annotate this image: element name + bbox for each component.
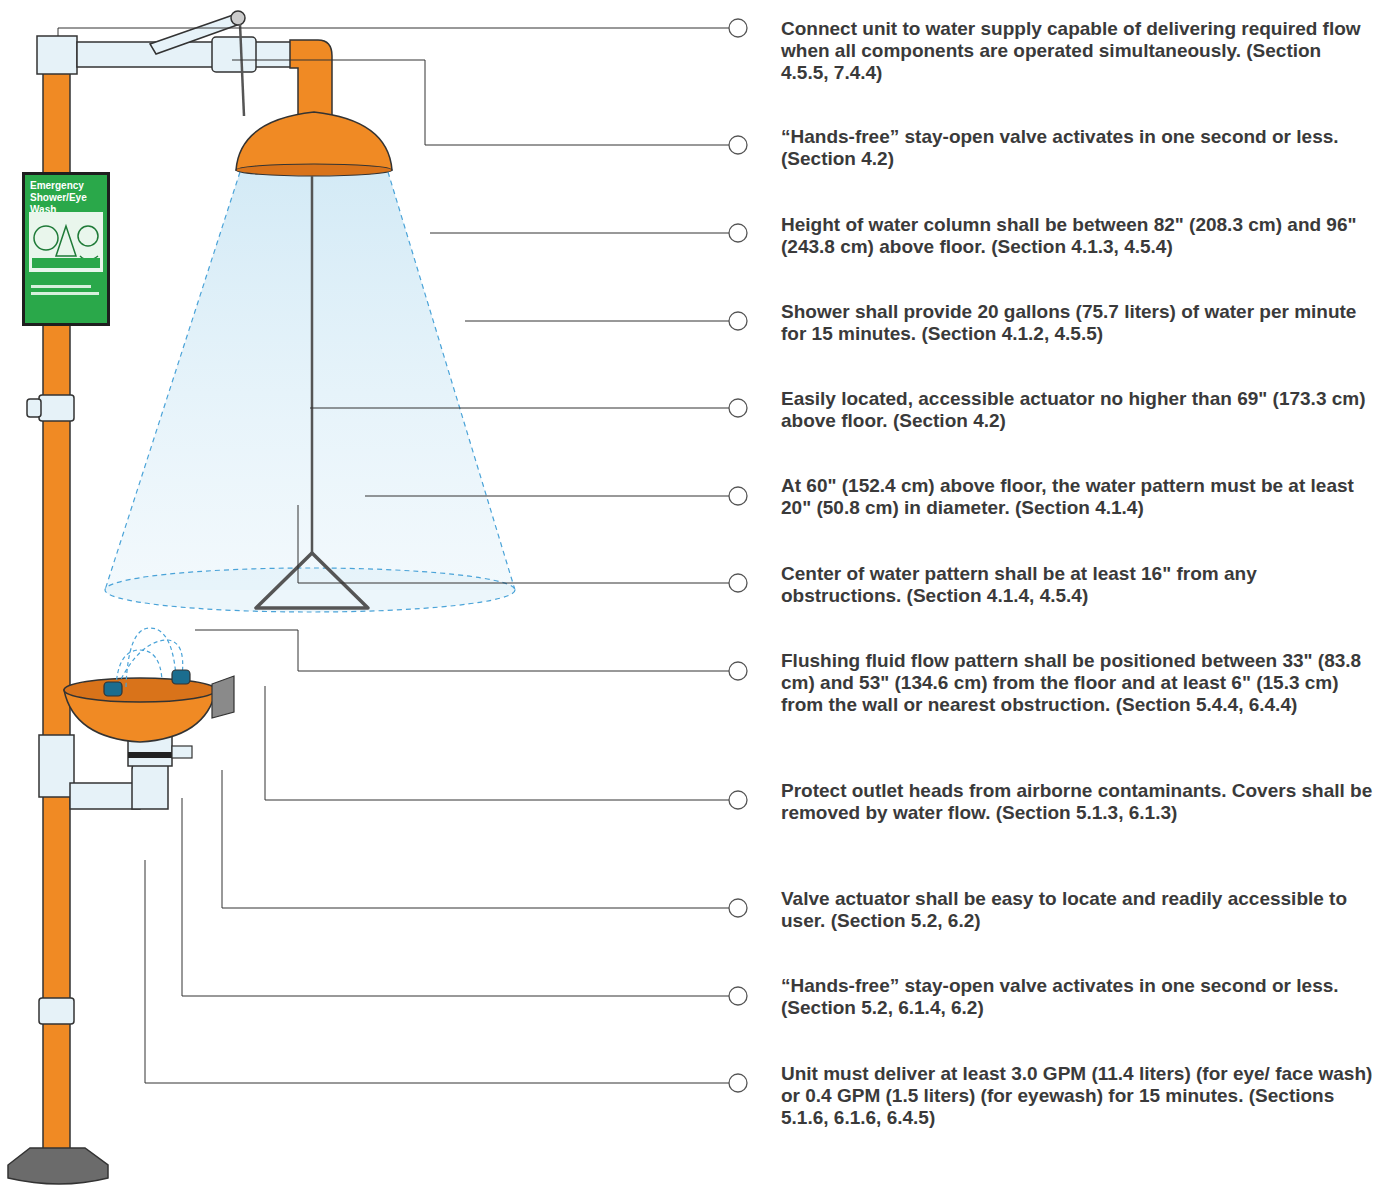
- pole-fitting: [27, 399, 41, 417]
- callout-text: Flushing fluid flow pattern shall be pos…: [781, 650, 1373, 716]
- bowl-rim: [64, 678, 216, 702]
- leader-line: [310, 408, 729, 409]
- supply-pipe: [77, 42, 302, 67]
- water-pattern: [105, 568, 515, 612]
- check-circle: [729, 487, 747, 505]
- check-circle: [729, 899, 747, 917]
- check-circles: [729, 19, 747, 1092]
- leader-lines: [58, 28, 729, 1083]
- sign-icon: [56, 226, 76, 256]
- leader-line: [182, 798, 729, 996]
- callout-text: Connect unit to water supply capable of …: [781, 18, 1373, 84]
- sign-box: Emergency Shower/Eye Wash: [22, 172, 110, 326]
- leader-line: [58, 28, 729, 36]
- callout-text: Protect outlet heads from airborne conta…: [781, 780, 1373, 824]
- spray-arc: [126, 628, 176, 687]
- eyewash-nozzle: [172, 670, 190, 684]
- sign-fineprint: [31, 292, 99, 295]
- leader-line: [145, 860, 729, 1083]
- check-circle: [729, 662, 747, 680]
- water-edge: [105, 172, 240, 590]
- check-circle: [729, 987, 747, 1005]
- callout-text: Unit must deliver at least 3.0 GPM (11.4…: [781, 1063, 1373, 1129]
- tee-fitting: [37, 36, 77, 74]
- sign-icon: [78, 226, 98, 246]
- leader-line: [265, 686, 729, 800]
- shower-head: [236, 112, 392, 170]
- sign-fineprint: [31, 285, 91, 288]
- sign-icon: [80, 256, 98, 260]
- callout-text: Center of water pattern shall be at leas…: [781, 563, 1373, 607]
- leader-line: [195, 630, 729, 671]
- callout-text: Valve actuator shall be easy to locate a…: [781, 888, 1373, 932]
- sign-panel: [29, 212, 103, 272]
- pull-triangle: [256, 553, 368, 608]
- check-circle: [729, 399, 747, 417]
- check-circle: [729, 312, 747, 330]
- callout-text: “Hands-free” stay-open valve activates i…: [781, 126, 1373, 170]
- check-circle: [729, 136, 747, 154]
- leader-line: [232, 60, 729, 145]
- callout-text: Shower shall provide 20 gallons (75.7 li…: [781, 301, 1373, 345]
- pole-fitting: [39, 395, 74, 421]
- check-circle: [729, 574, 747, 592]
- water-column: [105, 172, 515, 590]
- eyewash-feed: [70, 783, 140, 809]
- shower-rim: [236, 164, 392, 176]
- stem-band: [128, 752, 172, 758]
- pivot: [231, 11, 245, 25]
- check-circle: [729, 1074, 747, 1092]
- callout-text: At 60" (152.4 cm) above floor, the water…: [781, 475, 1373, 519]
- valve-body: [172, 746, 192, 758]
- callout-text: “Hands-free” stay-open valve activates i…: [781, 975, 1373, 1019]
- leader-line: [465, 321, 729, 322]
- floor-flange: [8, 1148, 108, 1184]
- pole-fitting: [39, 998, 74, 1024]
- callout-text: Easily located, accessible actuator no h…: [781, 388, 1373, 432]
- check-circle: [729, 224, 747, 242]
- sign-base: [32, 258, 100, 268]
- valve-arm: [150, 14, 240, 54]
- leader-line: [222, 770, 729, 908]
- valve-union: [212, 37, 256, 72]
- pole-fitting: [39, 735, 74, 797]
- check-circle: [729, 19, 747, 37]
- pull-rod: [240, 24, 244, 116]
- push-plate: [212, 676, 234, 718]
- eyewash-elbow: [132, 760, 168, 809]
- leader-line: [430, 233, 729, 234]
- elbow: [290, 40, 332, 115]
- leader-line: [365, 496, 729, 497]
- check-circle: [729, 791, 747, 809]
- sign-title: Emergency Shower/Eye Wash: [30, 180, 104, 216]
- leader-line: [298, 505, 729, 583]
- spray-arc: [116, 650, 162, 687]
- callout-text: Height of water column shall be between …: [781, 214, 1373, 258]
- pull-rod: [311, 176, 314, 553]
- eyewash-nozzle: [104, 682, 122, 696]
- water-edge: [388, 172, 515, 590]
- sign-icon: [34, 226, 58, 250]
